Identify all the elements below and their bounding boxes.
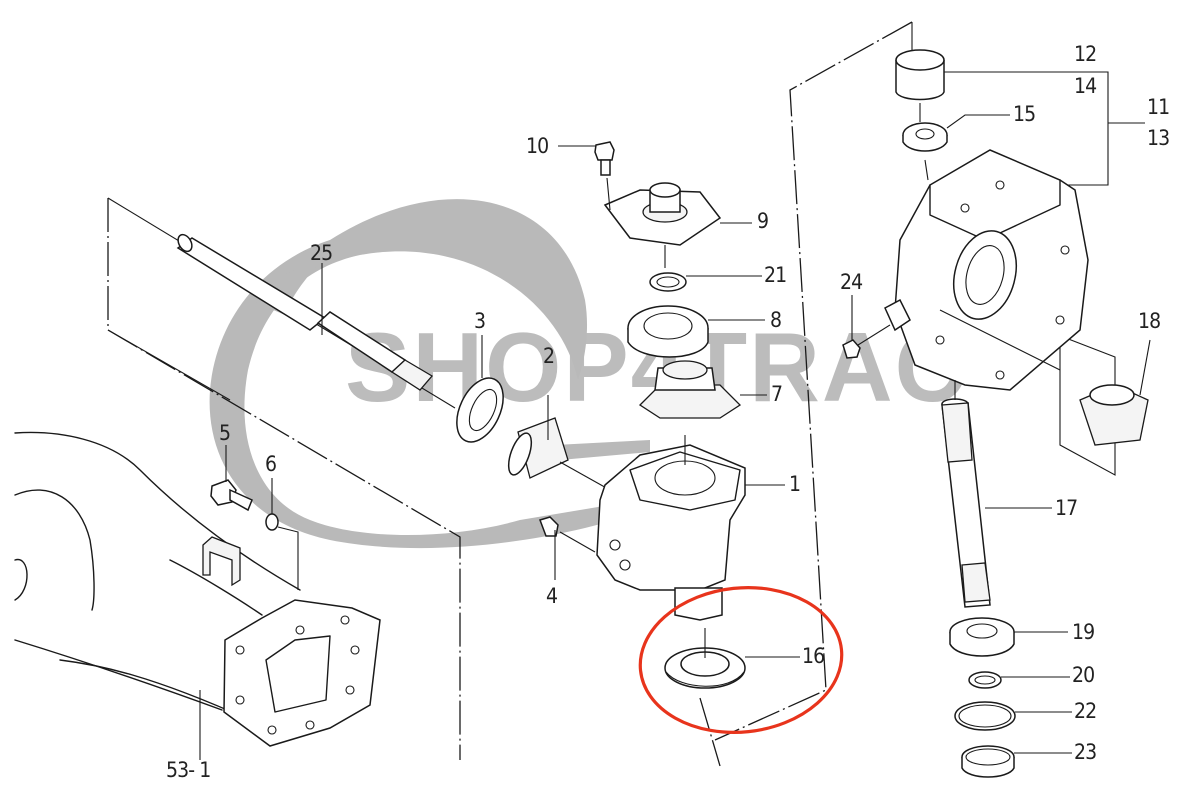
snap-ring-22-drawing (954, 701, 1072, 731)
bearing-8-drawing (627, 305, 765, 358)
callout-24: 24 (840, 270, 863, 294)
housing-1-drawing (596, 435, 785, 621)
callout-19: 19 (1072, 620, 1095, 644)
snap-ring-21-drawing (649, 272, 762, 292)
callout-2: 2 (543, 344, 555, 368)
callout-20: 20 (1072, 663, 1095, 687)
callout-3: 3 (474, 309, 486, 333)
callout-16: 16 (802, 644, 825, 668)
callout-21: 21 (764, 263, 787, 287)
callout-25: 25 (310, 241, 333, 265)
bushing-12-14-drawing (895, 49, 1145, 186)
callout-10: 10 (526, 134, 549, 158)
pinion-gear-2-drawing (507, 395, 611, 491)
oil-seal-16-drawing (664, 628, 800, 689)
callout-14: 14 (1074, 74, 1097, 98)
callout-7: 7 (771, 382, 783, 406)
drive-shaft-drawing (176, 233, 433, 391)
snap-ring-20-drawing (968, 671, 1070, 689)
bearing-3-drawing (456, 335, 504, 443)
callout-22: 22 (1074, 699, 1097, 723)
callout-8: 8 (770, 308, 782, 332)
callout-11: 11 (1147, 95, 1170, 119)
bolt-5-drawing (210, 445, 253, 512)
callout-5: 5 (219, 421, 231, 445)
cover-9-drawing (603, 182, 752, 268)
collar-23-drawing (961, 745, 1072, 778)
thrust-bearing-15-drawing (902, 103, 1010, 181)
bevel-gear-7-drawing (638, 360, 767, 419)
axle-housing-drawing (14, 431, 381, 760)
callout-18: 18 (1138, 309, 1161, 333)
callout-13: 13 (1147, 126, 1170, 150)
callout-6: 6 (265, 452, 277, 476)
bearing-19-drawing (949, 617, 1068, 657)
washer-6-drawing (265, 478, 299, 590)
callout-1: 1 (789, 472, 801, 496)
shaft-17-drawing (941, 380, 1052, 608)
callout-15: 15 (1013, 102, 1036, 126)
dowel-4-drawing (539, 516, 596, 580)
callout-17: 17 (1055, 496, 1078, 520)
plug-24-drawing (842, 295, 891, 359)
callout-12: 12 (1074, 42, 1097, 66)
callout-53-1: 53- 1 (166, 758, 211, 782)
bolt-10-drawing (558, 141, 615, 211)
callout-4: 4 (546, 584, 558, 608)
gear-case-11-13-drawing (884, 149, 1089, 391)
highlight-circle (638, 586, 844, 734)
callout-9: 9 (757, 209, 769, 233)
callout-23: 23 (1074, 740, 1097, 764)
bevel-gear-18-drawing (1079, 339, 1151, 446)
